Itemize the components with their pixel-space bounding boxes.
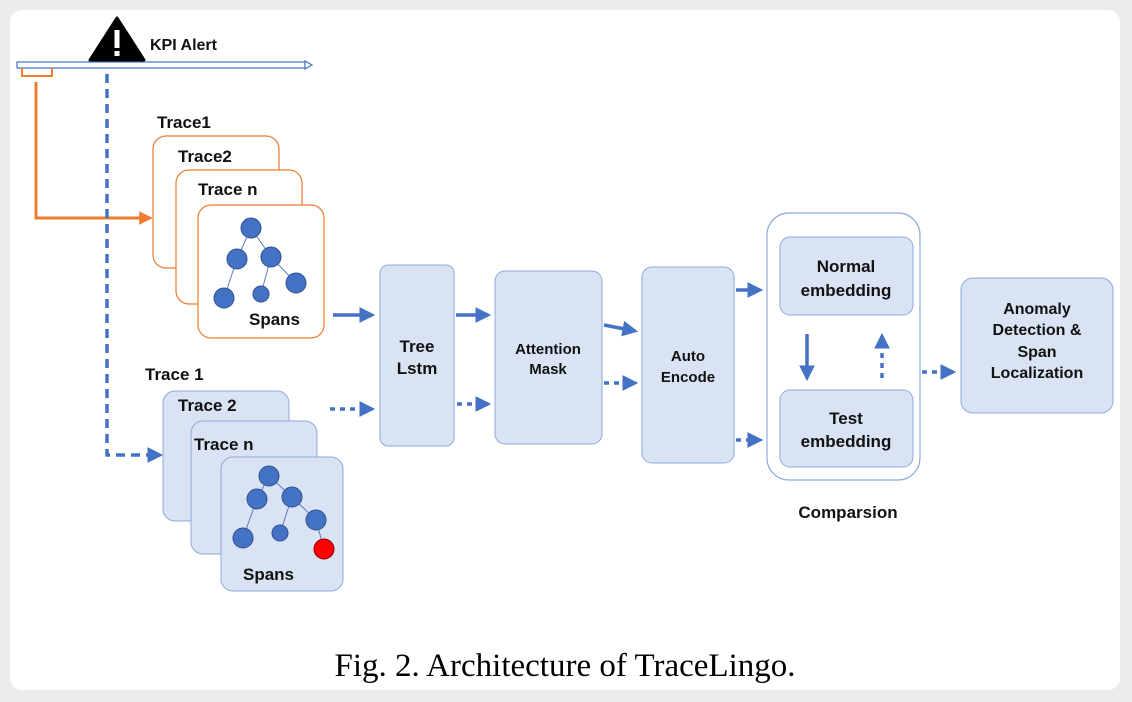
comparison-label: Comparsion (798, 503, 897, 522)
span-nodes (232, 465, 327, 549)
anomaly-detection-block: Anomaly Detection & Span Localization (960, 277, 1114, 414)
normal-trace-stack: Trace1 Trace2 Trace n Spans (152, 113, 325, 339)
anomalous-span-node (313, 538, 335, 560)
svg-text:Mask: Mask (529, 361, 567, 378)
svg-text:Anomaly: Anomaly (1003, 301, 1071, 318)
span-nodes (213, 217, 307, 309)
trace-label: Trace n (198, 180, 258, 199)
svg-text:Localization: Localization (991, 365, 1083, 382)
svg-text:Tree: Tree (400, 337, 435, 356)
svg-text:Auto: Auto (671, 348, 705, 365)
figure-frame: KPI Alert Trace1 Trace2 Trace n Spans (10, 10, 1120, 690)
auto-encode-block: Auto Encode (641, 266, 735, 464)
svg-text:embedding: embedding (801, 432, 892, 451)
normal-flow-arrows (333, 282, 764, 337)
spans-label: Spans (243, 565, 294, 584)
warning-triangle-icon (88, 16, 146, 62)
svg-text:Encode: Encode (661, 369, 715, 386)
anomalous-trace-stack: Trace 1 Trace 2 Trace n Spans (145, 365, 344, 592)
normal-embedding-block: Normal embedding (779, 236, 914, 316)
test-embedding-block: Test embedding (779, 389, 914, 468)
architecture-diagram: KPI Alert Trace1 Trace2 Trace n Spans (16, 16, 1114, 684)
kpi-timeline (16, 59, 314, 71)
trace-label: Trace n (194, 435, 254, 454)
test-flow-arrows (330, 364, 957, 448)
svg-text:Attention: Attention (515, 341, 581, 358)
svg-text:embedding: embedding (801, 281, 892, 300)
trace-label: Trace2 (178, 147, 232, 166)
spans-label: Spans (249, 310, 300, 329)
svg-text:Detection &: Detection & (993, 322, 1082, 339)
svg-text:Lstm: Lstm (397, 359, 438, 378)
normal-window-bracket (21, 68, 153, 225)
svg-text:Normal: Normal (817, 257, 876, 276)
attention-mask-block: Attention Mask (494, 270, 603, 445)
svg-text:Span: Span (1017, 344, 1056, 361)
tree-lstm-block: Tree Lstm (379, 264, 455, 447)
svg-text:Test: Test (829, 409, 863, 428)
trace-label: Trace 1 (145, 365, 204, 384)
figure-caption: Fig. 2. Architecture of TraceLingo. (334, 648, 795, 684)
trace-label: Trace1 (157, 113, 211, 132)
alert-dashed-link (105, 74, 164, 463)
trace-label: Trace 2 (178, 396, 237, 415)
kpi-alert-label: KPI Alert (150, 37, 218, 54)
comparison-container: Normal embedding Test embedding (766, 212, 921, 481)
